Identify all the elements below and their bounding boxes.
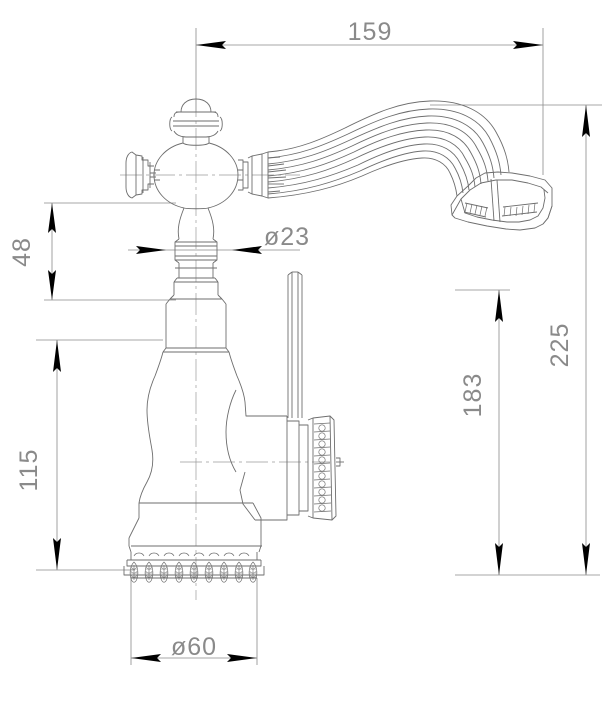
- arrow-225-top: [582, 105, 590, 137]
- upper-column: [162, 298, 230, 353]
- arrow-183-bottom: [495, 543, 503, 575]
- dim-label-159: 159: [348, 18, 393, 46]
- swan-neck-spout: [267, 100, 510, 199]
- arrow-d60-left: [131, 654, 161, 662]
- arrow-159-left: [196, 41, 226, 49]
- arrow-48-bottom: [48, 270, 56, 300]
- ornamental-base-flange: [123, 552, 265, 583]
- dimension-labels: 159 ø23 48 115 183 225 ø60: [8, 18, 574, 661]
- dim-label-183: 183: [459, 373, 487, 418]
- arrow-d23-left: [136, 246, 166, 254]
- arrow-d23-right: [232, 246, 262, 254]
- arrow-d60-right: [227, 654, 257, 662]
- dim-label-48: 48: [8, 237, 36, 267]
- centerlines: [120, 95, 330, 600]
- arrow-225-bottom: [582, 543, 590, 575]
- dimension-arrowheads: [48, 41, 590, 662]
- dim-label-225: 225: [546, 323, 574, 368]
- dimension-lines: [36, 28, 602, 665]
- spout-socket: [238, 151, 287, 199]
- arrow-183-top: [495, 290, 503, 322]
- handle-body: [239, 401, 344, 521]
- dim-label-115: 115: [15, 449, 43, 492]
- top-cap: [169, 98, 223, 146]
- pop-up-lift-rod: [287, 271, 303, 418]
- spout-aerator-end: [450, 171, 553, 231]
- tapered-column: [128, 351, 262, 553]
- spherical-valve-body: [153, 142, 239, 225]
- arrow-115-bottom: [53, 538, 61, 570]
- dim-label-d23: ø23: [264, 223, 310, 251]
- knurled-side-knob: [125, 151, 160, 199]
- arrow-115-top: [53, 340, 61, 372]
- arrow-159-right: [513, 41, 543, 49]
- arrow-48-top: [48, 203, 56, 233]
- dim-label-d60: ø60: [171, 633, 217, 661]
- neck-shank: [169, 223, 223, 300]
- faucet-geometry: [123, 98, 553, 583]
